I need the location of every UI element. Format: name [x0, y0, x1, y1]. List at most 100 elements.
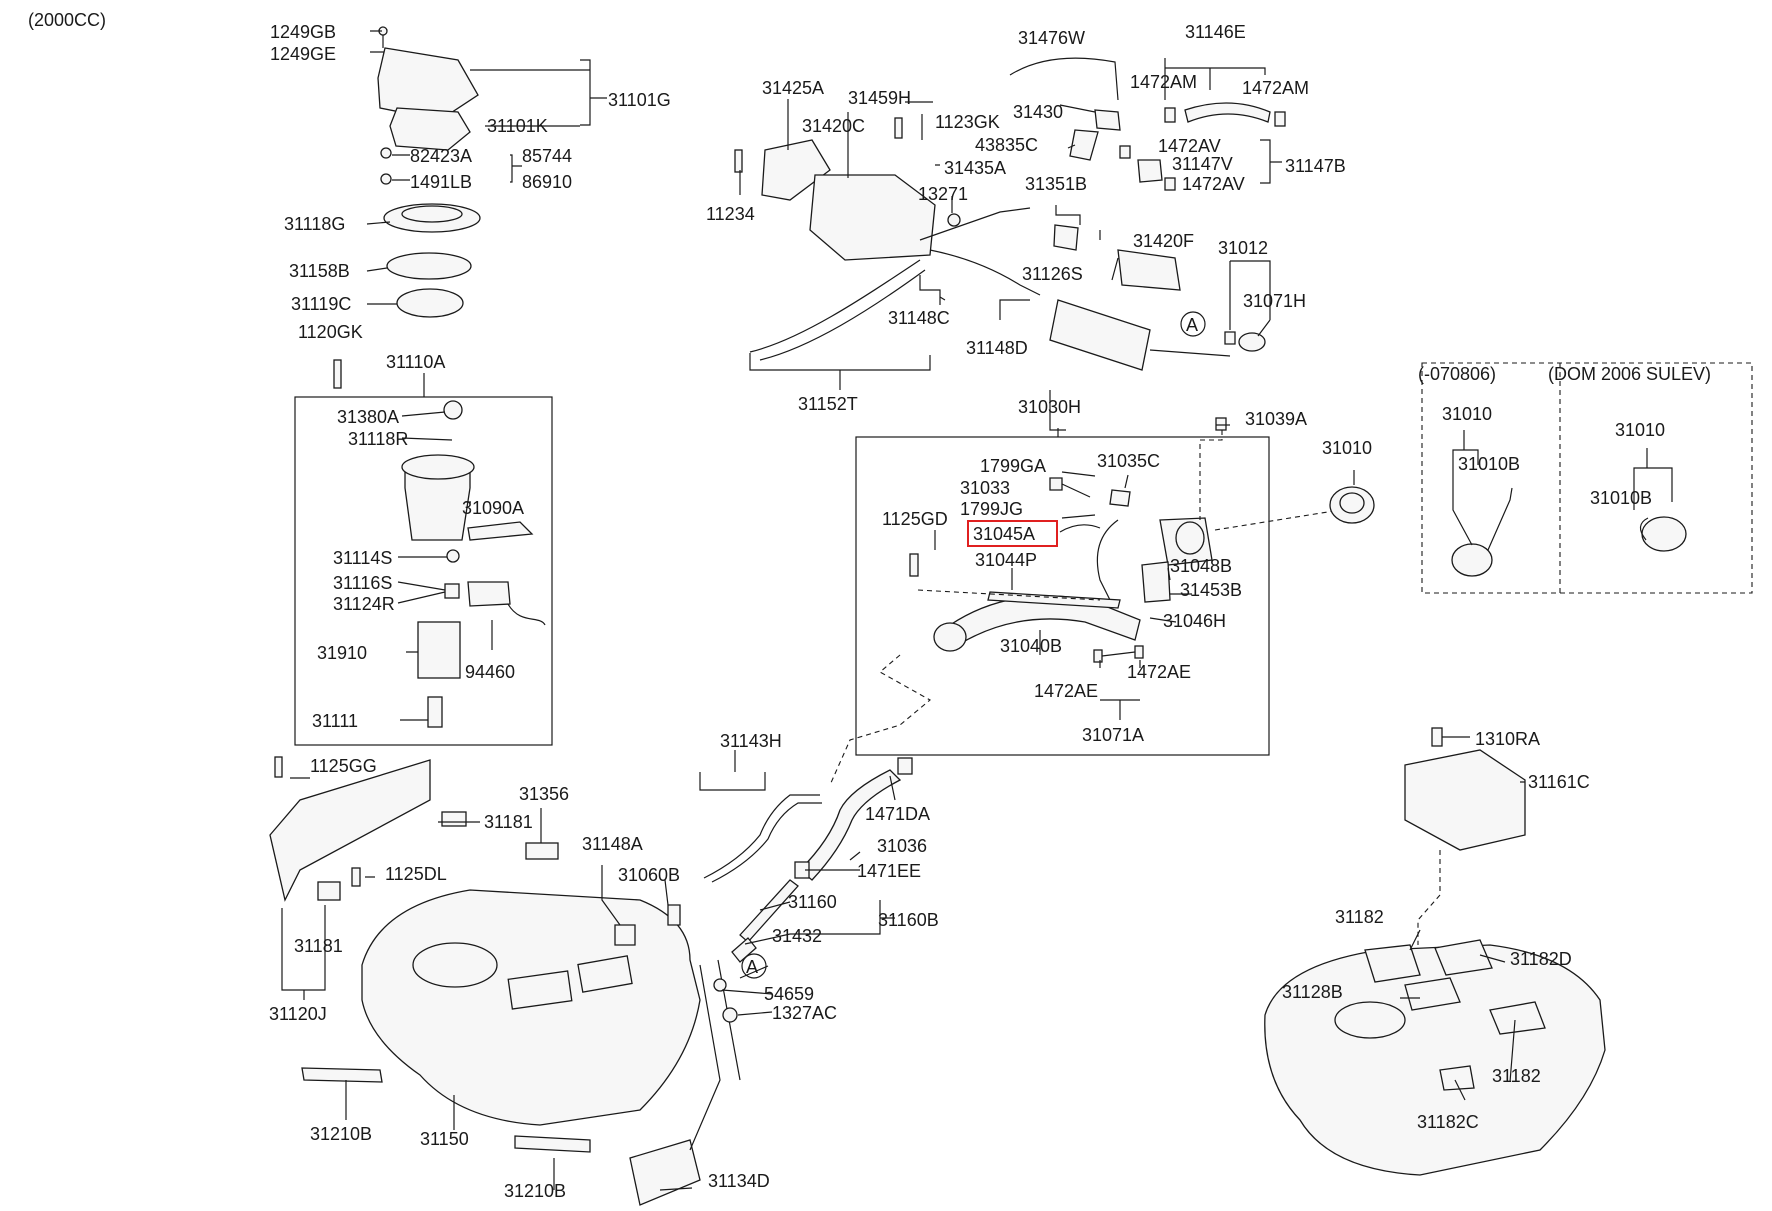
label-31134d[interactable]: 31134D: [708, 1171, 770, 1191]
label-31120j[interactable]: 31120J: [269, 1004, 327, 1024]
variant2-sub-label[interactable]: 31010B: [1590, 488, 1652, 508]
label-1120gk[interactable]: 1120GK: [298, 322, 363, 342]
label-31182d[interactable]: 31182D: [1510, 949, 1572, 969]
label-1249gb[interactable]: 1249GB: [270, 22, 336, 42]
label-31033[interactable]: 31033: [960, 478, 1010, 498]
label-31046h[interactable]: 31046H: [1163, 611, 1226, 631]
label-31160b[interactable]: 31160B: [878, 910, 939, 930]
label-31459h[interactable]: 31459H: [848, 88, 911, 108]
label-31090a[interactable]: 31090A: [462, 498, 524, 518]
label-31039a[interactable]: 31039A: [1245, 409, 1307, 429]
label-31910[interactable]: 31910: [317, 643, 367, 663]
label-54659[interactable]: 54659: [764, 984, 814, 1004]
label-31146e[interactable]: 31146E: [1185, 22, 1246, 42]
label-31161c[interactable]: 31161C: [1528, 772, 1590, 792]
label-31453b[interactable]: 31453B: [1180, 580, 1242, 600]
label-31210b-a[interactable]: 31210B: [310, 1124, 372, 1144]
variant1-cap-label[interactable]: 31010: [1442, 404, 1492, 424]
label-1472am-b[interactable]: 1472AM: [1242, 78, 1309, 98]
label-31071a[interactable]: 31071A: [1082, 725, 1144, 745]
label-31181-b[interactable]: 31181: [294, 936, 343, 956]
label-31181-a[interactable]: 31181: [484, 812, 533, 832]
label-31040b[interactable]: 31040B: [1000, 636, 1062, 656]
label-31119c[interactable]: 31119C: [291, 294, 351, 314]
label-31430[interactable]: 31430: [1013, 102, 1063, 122]
label-31380a[interactable]: 31380A: [337, 407, 399, 427]
label-31071h[interactable]: 31071H: [1243, 291, 1306, 311]
label-31356[interactable]: 31356: [519, 784, 569, 804]
label-31128b[interactable]: 31128B: [1282, 982, 1343, 1002]
label-11234[interactable]: 11234: [706, 204, 755, 224]
label-85744[interactable]: 85744: [522, 146, 572, 166]
label-1799jg[interactable]: 1799JG: [960, 499, 1023, 519]
variant1-sub-label[interactable]: 31010B: [1458, 454, 1520, 474]
label-31160[interactable]: 31160: [788, 892, 837, 912]
label-31351b[interactable]: 31351B: [1025, 174, 1087, 194]
label-31435a[interactable]: 31435A: [944, 158, 1006, 178]
label-31182-a[interactable]: 31182: [1335, 907, 1384, 927]
label-82423a[interactable]: 82423A: [410, 146, 472, 166]
label-1123gk[interactable]: 1123GK: [935, 112, 1000, 132]
label-1472am-a[interactable]: 1472AM: [1130, 72, 1197, 92]
label-31060b[interactable]: 31060B: [618, 865, 680, 885]
label-31101g[interactable]: 31101G: [608, 90, 671, 110]
label-86910[interactable]: 86910: [522, 172, 572, 192]
label-31126s[interactable]: 31126S: [1022, 264, 1083, 284]
label-31111[interactable]: 31111: [312, 711, 358, 731]
label-1472ae-b[interactable]: 1472AE: [1127, 662, 1191, 682]
label-31110a[interactable]: 31110A: [386, 352, 445, 372]
label-31432[interactable]: 31432: [772, 926, 822, 946]
label-31118r[interactable]: 31118R: [348, 429, 408, 449]
label-31476w[interactable]: 31476W: [1018, 28, 1085, 48]
label-31420f[interactable]: 31420F: [1133, 231, 1194, 251]
label-31420c[interactable]: 31420C: [802, 116, 865, 136]
label-31143h[interactable]: 31143H: [720, 731, 782, 751]
label-31045a[interactable]: 31045A: [973, 524, 1035, 544]
label-31124r[interactable]: 31124R: [333, 594, 395, 614]
label-31148d[interactable]: 31148D: [966, 338, 1028, 358]
label-31048b[interactable]: 31048B: [1170, 556, 1232, 576]
label-1471da[interactable]: 1471DA: [865, 804, 930, 824]
label-31210b-b[interactable]: 31210B: [504, 1181, 566, 1201]
label-1310ra[interactable]: 1310RA: [1475, 729, 1540, 749]
label-1125gd[interactable]: 1125GD: [882, 509, 948, 529]
label-1472av-b[interactable]: 1472AV: [1182, 174, 1245, 194]
label-31010-main[interactable]: 31010: [1322, 438, 1372, 458]
label-31148c[interactable]: 31148C: [888, 308, 950, 328]
label-1491lb[interactable]: 1491LB: [410, 172, 472, 192]
label-43835c[interactable]: 43835C: [975, 135, 1038, 155]
label-1249ge[interactable]: 1249GE: [270, 44, 336, 64]
label-31150[interactable]: 31150: [420, 1129, 469, 1149]
cover-gasket: [389, 107, 471, 151]
clip-31071h: [1238, 332, 1266, 352]
label-1125dl[interactable]: 1125DL: [385, 864, 447, 884]
label-31012[interactable]: 31012: [1218, 238, 1268, 258]
label-1472ae-a[interactable]: 1472AE: [1034, 681, 1098, 701]
label-31425a[interactable]: 31425A: [762, 78, 824, 98]
nut-1327ac: [722, 1007, 738, 1023]
label-1472av-a[interactable]: 1472AV: [1158, 136, 1221, 156]
label-31101k[interactable]: 31101K: [487, 116, 548, 136]
label-31030h[interactable]: 31030H: [1018, 397, 1081, 417]
label-31116s[interactable]: 31116S: [333, 573, 392, 593]
variant2-cap-label[interactable]: 31010: [1615, 420, 1665, 440]
label-31036[interactable]: 31036: [877, 836, 927, 856]
label-31158b[interactable]: 31158B: [289, 261, 350, 281]
label-1799ga[interactable]: 1799GA: [980, 456, 1046, 476]
label-1471ee[interactable]: 1471EE: [857, 861, 921, 881]
label-13271[interactable]: 13271: [918, 184, 968, 204]
bolt-1120gk: [333, 359, 342, 389]
label-31147v[interactable]: 31147V: [1172, 154, 1233, 174]
label-31147b[interactable]: 31147B: [1285, 156, 1346, 176]
label-31152t[interactable]: 31152T: [798, 394, 858, 414]
label-1125gg[interactable]: 1125GG: [310, 756, 377, 776]
label-1327ac[interactable]: 1327AC: [772, 1003, 837, 1023]
label-31035c[interactable]: 31035C: [1097, 451, 1160, 471]
label-94460[interactable]: 94460: [465, 662, 515, 682]
label-31182-b[interactable]: 31182: [1492, 1066, 1541, 1086]
label-31182c[interactable]: 31182C: [1417, 1112, 1479, 1132]
label-31044p[interactable]: 31044P: [975, 550, 1037, 570]
label-31148a[interactable]: 31148A: [582, 834, 643, 854]
label-31114s[interactable]: 31114S: [333, 548, 392, 568]
label-31118g[interactable]: 31118G: [284, 214, 345, 234]
